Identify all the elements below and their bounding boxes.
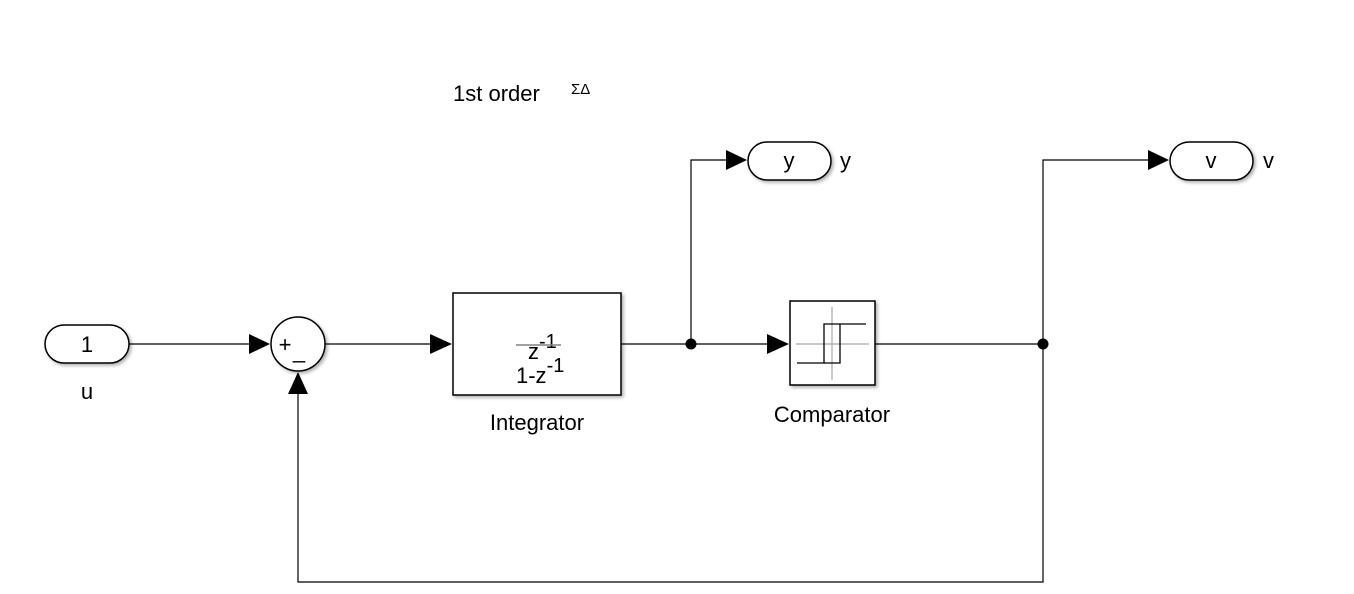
integrator-label: Integrator — [490, 410, 584, 435]
numerator-base: z — [528, 339, 539, 364]
comparator-block[interactable]: Comparator — [774, 300, 890, 427]
outport-v[interactable]: v v — [1169, 141, 1274, 181]
signal-lines — [129, 159, 1150, 583]
integrator-numerator: z-1 — [528, 331, 557, 364]
outport-y-label: y — [840, 148, 851, 173]
inport-u[interactable]: 1 u — [44, 324, 130, 404]
branch-point-v — [1037, 338, 1049, 350]
arrow-y-input — [726, 150, 747, 170]
inport-number: 1 — [81, 332, 93, 357]
comparator-label: Comparator — [774, 402, 890, 427]
arrow-integrator-input — [430, 334, 452, 354]
outport-v-shape[interactable] — [1169, 141, 1254, 181]
annotation-text: 1st order — [453, 81, 540, 106]
inport-label: u — [81, 379, 93, 404]
sum-block[interactable]: + _ — [270, 316, 326, 372]
denominator-base: 1-z — [516, 363, 547, 388]
integrator-denominator: 1-z-1 — [516, 355, 564, 388]
outport-v-inner: v — [1206, 148, 1217, 173]
sum-circle[interactable] — [270, 316, 326, 372]
signal-feedback[interactable] — [297, 344, 1044, 583]
annotation-superscript: ΣΔ — [571, 81, 590, 98]
sum-sign-minus: _ — [292, 338, 306, 363]
outport-y[interactable]: y y — [747, 141, 851, 181]
sum-sign-plus: + — [279, 332, 292, 357]
arrow-comparator-input — [767, 334, 789, 354]
inport-shape[interactable] — [44, 324, 130, 364]
arrow-v-input — [1148, 150, 1169, 170]
integrator-box[interactable] — [452, 292, 622, 396]
outport-y-inner: y — [784, 148, 795, 173]
outport-v-label: v — [1263, 148, 1274, 173]
signal-branch-to-y[interactable] — [690, 159, 728, 344]
model-annotation: 1st order ΣΔ — [453, 81, 590, 106]
integrator-block[interactable]: z-1 1-z-1 Integrator — [452, 292, 622, 435]
outport-y-shape[interactable] — [747, 141, 832, 181]
signal-branch-to-v[interactable] — [1042, 159, 1150, 344]
arrow-sum-feedback — [288, 372, 308, 394]
relay-hysteresis-icon — [796, 307, 869, 380]
arrowheads — [249, 150, 1169, 394]
arrow-sum-input — [249, 334, 270, 354]
denominator-exponent: -1 — [547, 355, 565, 377]
numerator-exponent: -1 — [539, 331, 557, 353]
branch-point-y — [685, 338, 697, 350]
